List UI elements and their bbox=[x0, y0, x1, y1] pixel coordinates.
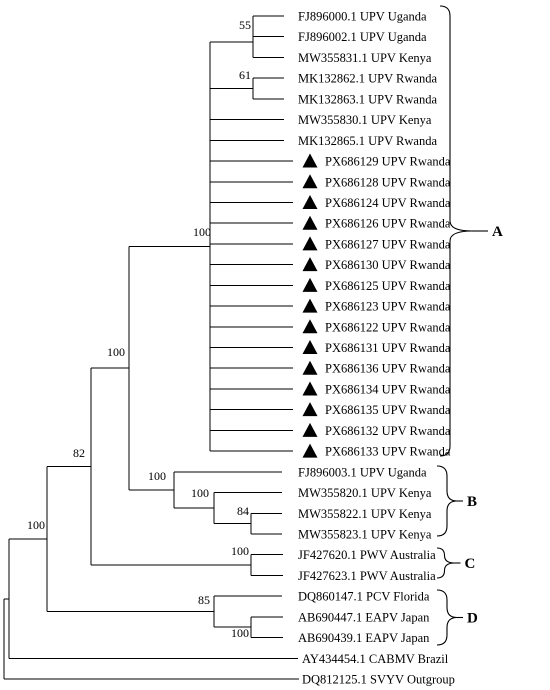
leaf-label: MW355830.1 UPV Kenya bbox=[298, 113, 432, 127]
clade-label: C bbox=[465, 556, 476, 572]
leaf-label: MW355831.1 UPV Kenya bbox=[298, 51, 432, 65]
triangle-marker-icon bbox=[302, 277, 318, 292]
triangle-marker-icon bbox=[302, 153, 318, 168]
triangle-marker-icon bbox=[302, 381, 318, 396]
clade-label: D bbox=[467, 611, 478, 627]
sample-markers bbox=[302, 153, 318, 458]
leaf-label: DQ860147.1 PCV Florida bbox=[298, 590, 430, 604]
leaf-label: MW355823.1 UPV Kenya bbox=[298, 528, 432, 542]
bootstrap-label: 85 bbox=[198, 593, 210, 607]
bootstrap-label: 100 bbox=[191, 486, 209, 500]
clade-c-brace bbox=[436, 547, 455, 579]
leaf-label: DQ812125.1 SVYV Outgroup bbox=[302, 673, 455, 687]
triangle-marker-icon bbox=[302, 215, 318, 230]
bootstrap-label: 100 bbox=[231, 626, 249, 640]
triangle-marker-icon bbox=[302, 340, 318, 355]
leaf-label: MK132865.1 UPV Rwanda bbox=[298, 134, 437, 148]
triangle-marker-icon bbox=[302, 257, 318, 272]
bootstrap-label: 61 bbox=[239, 68, 251, 82]
leaf-label: MW355820.1 UPV Kenya bbox=[298, 486, 432, 500]
bootstrap-label: 100 bbox=[148, 469, 166, 483]
triangle-marker-icon bbox=[302, 360, 318, 375]
bootstrap-values: 55 61 100 100 84 100 100 100 85 82 100 100 bbox=[27, 18, 251, 640]
leaf-label: JF427620.1 PWV Australia bbox=[298, 548, 436, 562]
leaf-label: AB690439.1 EAPV Japan bbox=[298, 631, 430, 645]
leaf-label: PX686136 UPV Rwanda bbox=[325, 362, 451, 376]
bootstrap-label: 84 bbox=[237, 504, 249, 518]
triangle-marker-icon bbox=[302, 319, 318, 334]
leaf-label: PX686122 UPV Rwanda bbox=[325, 320, 451, 334]
leaf-label: PX686134 UPV Rwanda bbox=[325, 382, 451, 396]
clade-label: A bbox=[492, 224, 503, 240]
bootstrap-label: 100 bbox=[107, 345, 125, 359]
leaf-label: AY434454.1 CABMV Brazil bbox=[302, 652, 449, 666]
tree-branches bbox=[3, 15, 299, 680]
clade-b-brace bbox=[436, 465, 458, 537]
leaf-label: PX686132 UPV Rwanda bbox=[325, 424, 451, 438]
leaf-label: PX686125 UPV Rwanda bbox=[325, 279, 451, 293]
leaf-label: PX686128 UPV Rwanda bbox=[325, 175, 451, 189]
leaf-label: PX686126 UPV Rwanda bbox=[325, 217, 451, 231]
leaf-label: FJ896003.1 UPV Uganda bbox=[298, 465, 427, 479]
leaf-label: PX686135 UPV Rwanda bbox=[325, 403, 451, 417]
leaf-label: PX686123 UPV Rwanda bbox=[325, 300, 451, 314]
triangle-marker-icon bbox=[302, 194, 318, 209]
bootstrap-label: 55 bbox=[239, 18, 251, 32]
leaf-label: PX686130 UPV Rwanda bbox=[325, 258, 451, 272]
bootstrap-label: 82 bbox=[73, 446, 85, 460]
triangle-marker-icon bbox=[302, 402, 318, 417]
triangle-marker-icon bbox=[302, 174, 318, 189]
clade-label: B bbox=[467, 494, 477, 510]
leaf-label: PX686133 UPV Rwanda bbox=[325, 445, 451, 459]
bootstrap-label: 100 bbox=[27, 518, 45, 532]
leaf-label: AB690447.1 EAPV Japan bbox=[298, 610, 430, 624]
bootstrap-label: 100 bbox=[231, 544, 249, 558]
leaf-label: MW355822.1 UPV Kenya bbox=[298, 507, 432, 521]
leaf-label: PX686124 UPV Rwanda bbox=[325, 196, 451, 210]
leaf-label: FJ896002.1 UPV Uganda bbox=[298, 30, 427, 44]
leaf-label: MK132862.1 UPV Rwanda bbox=[298, 72, 437, 86]
triangle-marker-icon bbox=[302, 236, 318, 251]
triangle-marker-icon bbox=[302, 443, 318, 458]
leaf-label: PX686129 UPV Rwanda bbox=[325, 155, 451, 169]
leaf-label: JF427623.1 PWV Australia bbox=[298, 569, 436, 583]
leaf-label: FJ896000.1 UPV Uganda bbox=[298, 10, 427, 24]
clade-d-brace bbox=[436, 589, 458, 646]
triangle-marker-icon bbox=[302, 298, 318, 313]
leaf-label: PX686127 UPV Rwanda bbox=[325, 237, 451, 251]
bootstrap-label: 100 bbox=[193, 225, 211, 239]
clade-brackets: A B C D bbox=[436, 5, 503, 646]
leaf-label: PX686131 UPV Rwanda bbox=[325, 341, 451, 355]
leaf-label: MK132863.1 UPV Rwanda bbox=[298, 92, 437, 106]
triangle-marker-icon bbox=[302, 422, 318, 437]
